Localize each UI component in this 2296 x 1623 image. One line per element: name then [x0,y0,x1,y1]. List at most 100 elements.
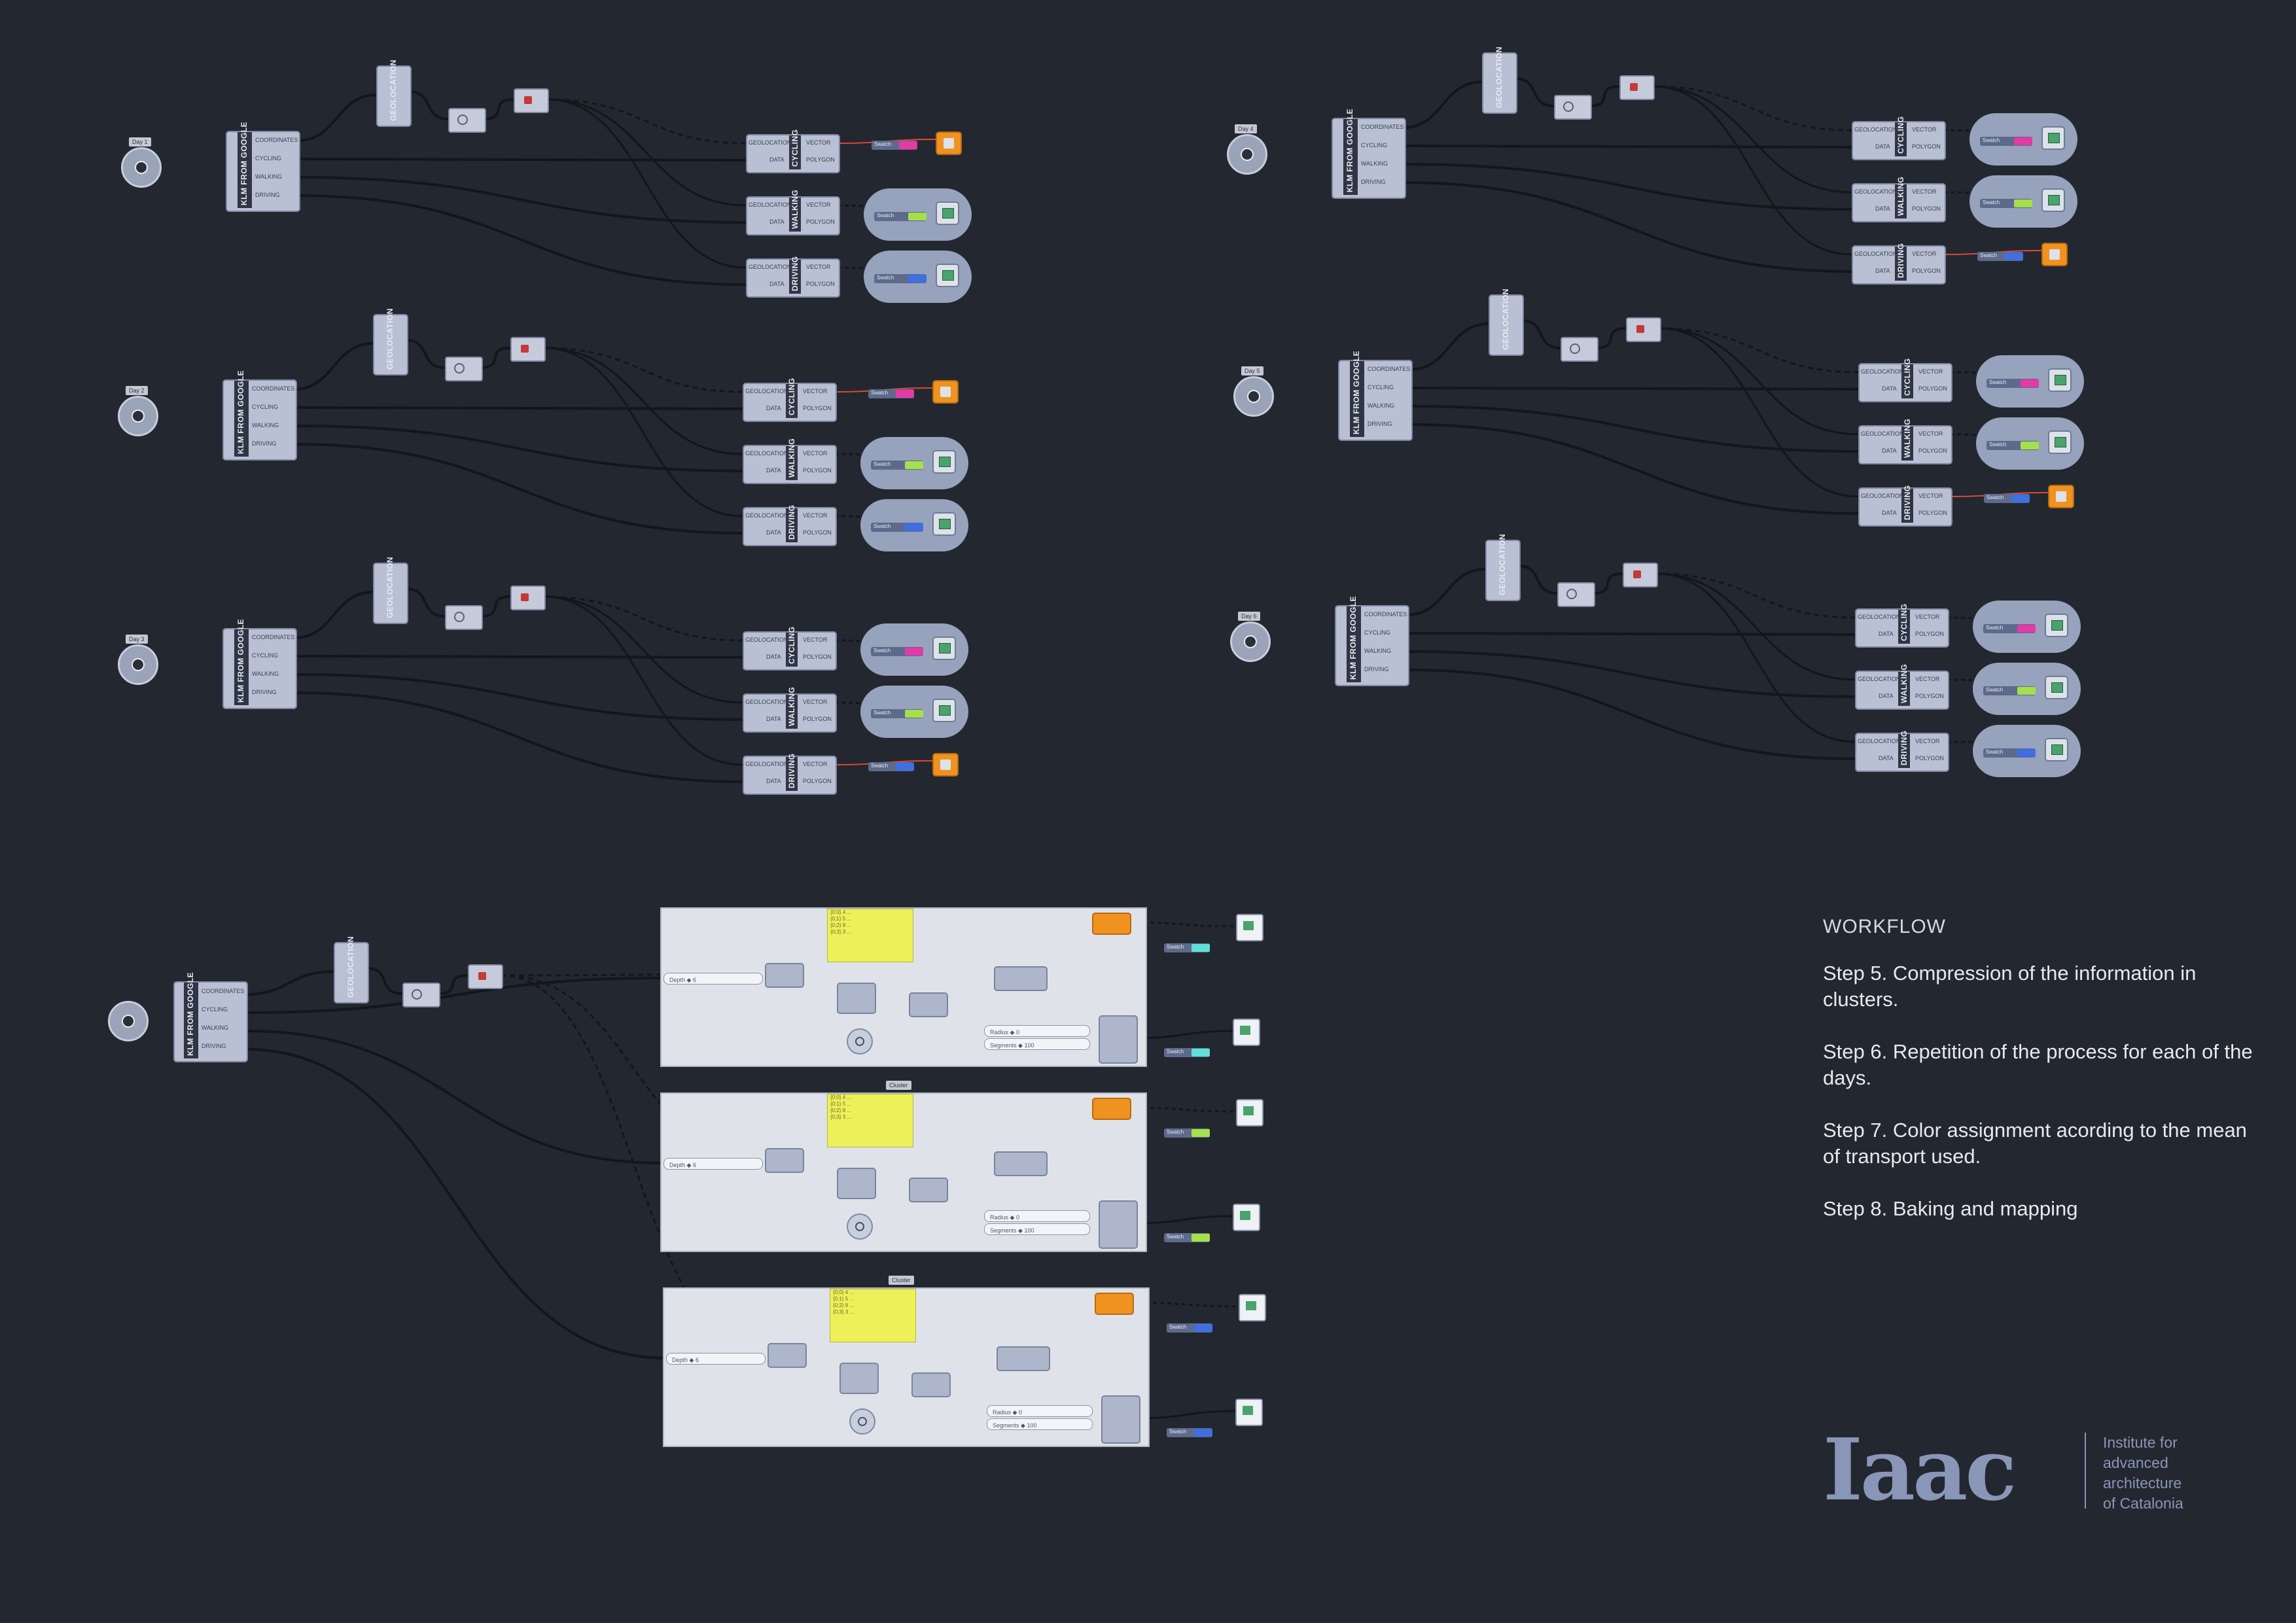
list-item-node[interactable] [911,1372,951,1397]
merge-node[interactable] [994,1151,1048,1176]
circle-node[interactable] [1101,1395,1140,1444]
sort-node[interactable] [1619,75,1655,100]
custom-preview-orange-node[interactable] [1092,913,1131,935]
custom-preview-node[interactable] [1233,1019,1260,1046]
geolocation-component[interactable] [1485,540,1521,601]
geolocation-component[interactable] [376,65,412,127]
vector-node[interactable] [1561,337,1598,362]
radius-slider[interactable]: Radius ◆ 0 [987,1405,1093,1417]
segments-slider[interactable]: Segments ◆ 100 [987,1418,1093,1430]
custom-preview-node[interactable] [2048,430,2072,454]
depth-slider[interactable]: Depth ◆ 6 [663,1158,763,1170]
custom-preview-node[interactable] [932,699,956,722]
merge-node[interactable] [994,966,1048,991]
custom-preview-node[interactable] [932,450,956,474]
swatch-slider[interactable]: Swatch [871,523,923,532]
custom-preview-orange-node[interactable] [2041,243,2068,266]
swatch-slider[interactable]: Swatch [874,212,927,221]
custom-preview-node[interactable] [2045,614,2068,637]
vector-node[interactable] [448,108,486,133]
geolocation-component[interactable] [373,314,408,375]
sort-node[interactable] [468,964,503,989]
list-item-node[interactable] [909,1178,948,1202]
swatch-slider[interactable]: Swatch [871,709,923,718]
geolocation-component[interactable] [1482,52,1517,114]
swatch-slider[interactable]: Swatch [1983,624,2036,633]
kmeans-node[interactable] [837,983,876,1014]
custom-preview-node[interactable] [2045,738,2068,761]
swatch-slider[interactable]: Swatch [868,762,914,771]
circle-node[interactable] [1099,1200,1138,1249]
custom-preview-orange-node[interactable] [1095,1293,1134,1315]
kmeans-node[interactable] [837,1168,876,1199]
custom-preview-node[interactable] [932,512,956,536]
swatch-slider[interactable]: Swatch [1987,379,2039,388]
input-param-knob[interactable] [118,396,158,436]
tree-node[interactable] [768,1343,807,1368]
tree-node[interactable] [765,963,804,988]
swatch-slider[interactable]: Swatch [1984,494,2030,503]
custom-preview-node[interactable] [932,637,956,660]
vector-node[interactable] [1554,95,1592,120]
point-node[interactable] [847,1213,873,1240]
swatch-slider[interactable]: Swatch [1164,1128,1210,1138]
circle-node[interactable] [1099,1015,1138,1064]
custom-preview-node[interactable] [2045,676,2068,699]
custom-preview-node[interactable] [936,264,959,287]
swatch-slider[interactable]: Swatch [1980,199,2032,208]
custom-preview-orange-node[interactable] [1092,1098,1131,1120]
swatch-slider[interactable]: Swatch [1164,943,1210,952]
list-item-node[interactable] [909,992,948,1017]
geolocation-component[interactable] [1489,294,1524,356]
custom-preview-node[interactable] [2048,368,2072,392]
depth-slider[interactable]: Depth ◆ 6 [666,1353,766,1365]
kmeans-node[interactable] [839,1363,879,1394]
custom-preview-node[interactable] [2041,188,2065,212]
swatch-slider[interactable]: Swatch [868,389,914,398]
geolocation-component[interactable] [334,942,369,1003]
custom-preview-orange-node[interactable] [932,753,959,777]
vector-node[interactable] [402,983,440,1007]
custom-preview-node[interactable] [1235,1399,1263,1426]
segments-slider[interactable]: Segments ◆ 100 [984,1223,1090,1235]
input-param-knob[interactable] [1233,376,1274,417]
custom-preview-node[interactable] [1236,914,1263,941]
sort-node[interactable] [510,585,546,610]
point-node[interactable] [847,1028,873,1055]
sort-node[interactable] [1623,563,1658,587]
custom-preview-node[interactable] [1233,1204,1260,1231]
swatch-slider[interactable]: Swatch [1167,1323,1212,1333]
sort-node[interactable] [1626,317,1661,342]
swatch-slider[interactable]: Swatch [1167,1428,1212,1437]
swatch-slider[interactable]: Swatch [1987,441,2039,450]
swatch-slider[interactable]: Swatch [1983,686,2036,695]
geolocation-component[interactable] [373,563,408,624]
custom-preview-node[interactable] [1239,1294,1266,1321]
input-param-knob[interactable] [1230,621,1271,662]
swatch-slider[interactable]: Swatch [1980,137,2032,146]
segments-slider[interactable]: Segments ◆ 100 [984,1038,1090,1050]
swatch-slider[interactable]: Swatch [871,461,923,470]
custom-preview-orange-node[interactable] [2048,485,2074,508]
swatch-slider[interactable]: Swatch [1983,748,2036,758]
swatch-slider[interactable]: Swatch [1977,252,2023,261]
vector-node[interactable] [445,357,483,381]
swatch-slider[interactable]: Swatch [872,141,917,150]
swatch-slider[interactable]: Swatch [874,274,927,283]
custom-preview-node[interactable] [2041,126,2065,150]
depth-slider[interactable]: Depth ◆ 6 [663,973,763,985]
input-param-knob[interactable] [108,1001,149,1041]
input-param-knob[interactable] [121,147,162,188]
input-param-knob[interactable] [1227,134,1267,175]
vector-node[interactable] [445,605,483,630]
radius-slider[interactable]: Radius ◆ 0 [984,1025,1090,1037]
radius-slider[interactable]: Radius ◆ 0 [984,1210,1090,1222]
custom-preview-orange-node[interactable] [932,380,959,404]
sort-node[interactable] [510,337,546,362]
custom-preview-orange-node[interactable] [936,131,962,155]
sort-node[interactable] [514,88,549,113]
custom-preview-node[interactable] [1236,1099,1263,1126]
swatch-slider[interactable]: Swatch [1164,1233,1210,1242]
swatch-slider[interactable]: Swatch [871,647,923,656]
